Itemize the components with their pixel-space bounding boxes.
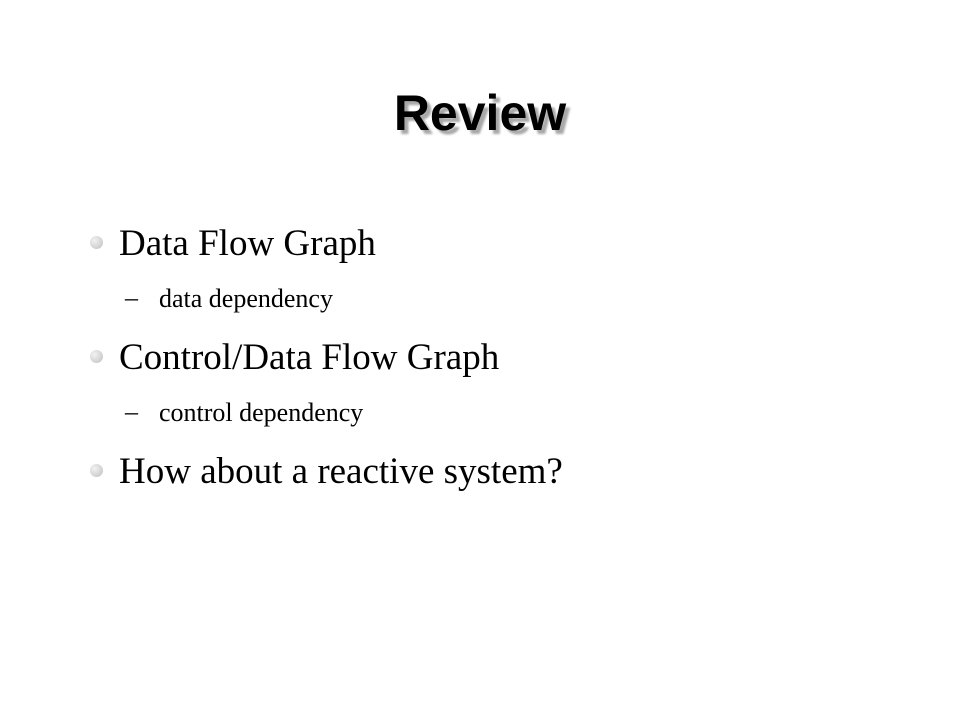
bullet-text-reactive-system: How about a reactive system? [119, 451, 563, 492]
bullet-text-data-flow-graph: Data Flow Graph [119, 223, 376, 264]
bullet-icon [90, 464, 103, 477]
sub-bullet-dash: – [125, 283, 138, 312]
bullet-icon [90, 236, 103, 249]
sub-bullet-text-data-dependency: data dependency [159, 284, 333, 313]
slide-title: Review [393, 85, 567, 141]
sub-bullet-dash: – [125, 397, 138, 426]
bullet-text-control-data-flow-graph: Control/Data Flow Graph [119, 337, 500, 378]
bullet-icon [90, 350, 103, 363]
sub-bullet-text-control-dependency: control dependency [159, 398, 364, 427]
